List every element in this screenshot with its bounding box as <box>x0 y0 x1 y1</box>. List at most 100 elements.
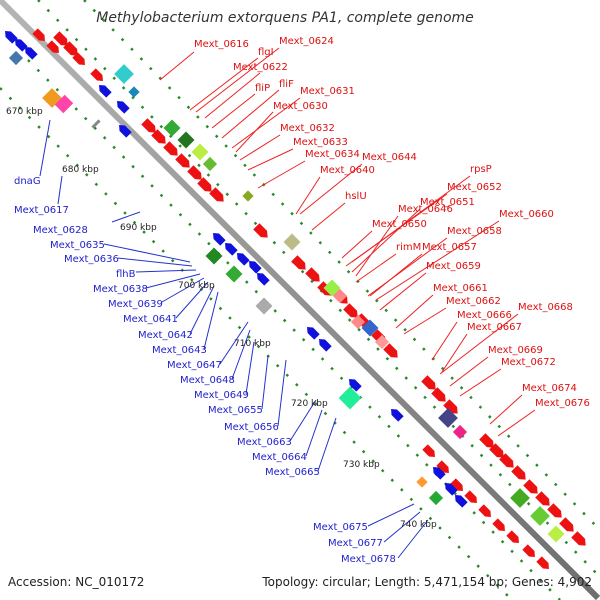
leader-line <box>103 243 191 263</box>
gene-label[interactable]: Mext_0669 <box>488 345 543 356</box>
leader-line <box>459 368 502 397</box>
leader-line <box>111 211 141 223</box>
gene-label[interactable]: Mext_0665 <box>265 467 320 478</box>
gene-label[interactable]: Mext_0643 <box>152 345 207 356</box>
forward-gene-arrow <box>53 31 68 46</box>
leader-line <box>375 220 500 301</box>
gene-label[interactable]: fliF <box>279 79 294 90</box>
forward-gene-arrow <box>499 453 514 468</box>
gene-label[interactable]: Mext_0624 <box>279 36 334 47</box>
gene-label[interactable]: Mext_0655 <box>208 405 263 416</box>
leader-line <box>397 519 429 559</box>
gene-label[interactable]: Mext_0638 <box>93 284 148 295</box>
gene-label[interactable]: Mext_0616 <box>194 39 249 50</box>
forward-gene-arrow <box>522 544 535 557</box>
gene-block <box>428 490 444 506</box>
tick-label: 700 kbp <box>178 281 215 291</box>
forward-gene-arrow <box>291 255 306 270</box>
gene-label[interactable]: flhB <box>116 269 136 280</box>
leader-line <box>135 269 197 273</box>
reverse-gene-arrow <box>99 85 112 98</box>
gene-label[interactable]: Mext_0636 <box>64 254 119 265</box>
gene-label[interactable]: Mext_0659 <box>426 261 481 272</box>
forward-gene-arrow <box>431 387 446 402</box>
gene-label[interactable]: Mext_0648 <box>180 375 235 386</box>
tick-label: 680 kbp <box>62 165 99 175</box>
forward-gene-arrow <box>421 375 436 390</box>
forward-gene-arrow <box>464 490 477 503</box>
gene-label[interactable]: Mext_0677 <box>328 538 383 549</box>
leader-line <box>367 237 448 297</box>
gene-label[interactable]: Mext_0667 <box>467 322 522 333</box>
gene-label[interactable]: Mext_0630 <box>273 101 328 112</box>
forward-gene-arrow <box>383 343 398 358</box>
gene-label[interactable]: Mext_0641 <box>123 314 178 325</box>
gene-label[interactable]: Mext_0651 <box>420 197 475 208</box>
gene-label[interactable]: Mext_0632 <box>280 123 335 134</box>
gene-label[interactable]: Mext_0646 <box>398 204 453 215</box>
gene-label[interactable]: Mext_0676 <box>535 398 590 409</box>
reverse-gene-arrow <box>213 233 226 246</box>
gene-label[interactable]: Mext_0639 <box>108 299 163 310</box>
forward-gene-arrow <box>63 41 78 56</box>
leader-line <box>403 307 447 335</box>
gene-label[interactable]: Mext_0678 <box>341 554 396 565</box>
gene-label[interactable]: rpsP <box>470 164 492 175</box>
gene-label[interactable]: rimM <box>396 242 421 253</box>
gene-label[interactable]: dnaG <box>14 176 41 187</box>
gene-label[interactable]: Mext_0647 <box>167 360 222 371</box>
leader-line <box>355 253 397 283</box>
gene-label[interactable]: Mext_0672 <box>501 357 556 368</box>
gene-label[interactable]: Mext_0662 <box>446 296 501 307</box>
forward-gene-arrow <box>535 491 550 506</box>
gene-label[interactable]: fliP <box>255 83 270 94</box>
gene-label[interactable]: Mext_0640 <box>320 165 375 176</box>
gene-label[interactable]: Mext_0642 <box>138 330 193 341</box>
gene-label[interactable]: Mext_0617 <box>14 205 69 216</box>
gene-block <box>283 233 301 251</box>
leader-line <box>431 321 458 361</box>
gene-label[interactable]: Mext_0633 <box>293 137 348 148</box>
leader-line <box>235 111 274 153</box>
gene-label[interactable]: Mext_0622 <box>233 62 288 73</box>
leader-line <box>211 93 256 129</box>
leader-line <box>175 281 209 319</box>
leader-line <box>245 341 255 395</box>
gene-label[interactable]: Mext_0644 <box>362 152 417 163</box>
gene-label[interactable]: Mext_0631 <box>300 86 355 97</box>
forward-gene-arrow <box>72 52 85 65</box>
gene-label[interactable]: Mext_0635 <box>50 240 105 251</box>
gene-label[interactable]: Mext_0675 <box>313 522 368 533</box>
gene-label[interactable]: Mext_0663 <box>237 437 292 448</box>
reverse-gene-arrow <box>25 47 38 60</box>
leader-line <box>159 51 195 81</box>
leader-line <box>219 321 249 365</box>
forward-gene-arrow <box>559 517 574 532</box>
gene-label[interactable]: Mext_0656 <box>224 422 279 433</box>
gene-label[interactable]: hslU <box>345 191 367 202</box>
forward-gene-arrow <box>422 444 435 457</box>
gene-label[interactable]: Mext_0664 <box>252 452 307 463</box>
gene-block <box>338 386 362 410</box>
gene-label[interactable]: Mext_0628 <box>33 225 88 236</box>
gene-label[interactable]: Mext_0674 <box>522 383 577 394</box>
gene-label[interactable]: Mext_0658 <box>447 226 502 237</box>
gene-label[interactable]: Mext_0634 <box>305 149 360 160</box>
tick-label: 740 kbp <box>400 520 437 530</box>
leader-line <box>221 89 280 139</box>
gene-label[interactable]: Mext_0652 <box>447 182 502 193</box>
gene-label[interactable]: Mext_0657 <box>422 242 477 253</box>
leader-line <box>195 47 280 113</box>
forward-gene-arrow <box>571 531 586 546</box>
gene-label[interactable]: Mext_0661 <box>433 283 488 294</box>
gene-label[interactable]: Mext_0666 <box>457 310 512 321</box>
gene-label[interactable]: Mext_0650 <box>372 219 427 230</box>
leader-line <box>239 134 281 161</box>
gene-label[interactable]: Mext_0649 <box>194 390 249 401</box>
gene-label[interactable]: Mext_0660 <box>499 209 554 220</box>
leader-line <box>289 399 317 442</box>
gene-label[interactable]: Mext_0668 <box>518 302 573 313</box>
gene-label[interactable]: flgI <box>258 47 274 58</box>
gene-block <box>91 119 101 129</box>
